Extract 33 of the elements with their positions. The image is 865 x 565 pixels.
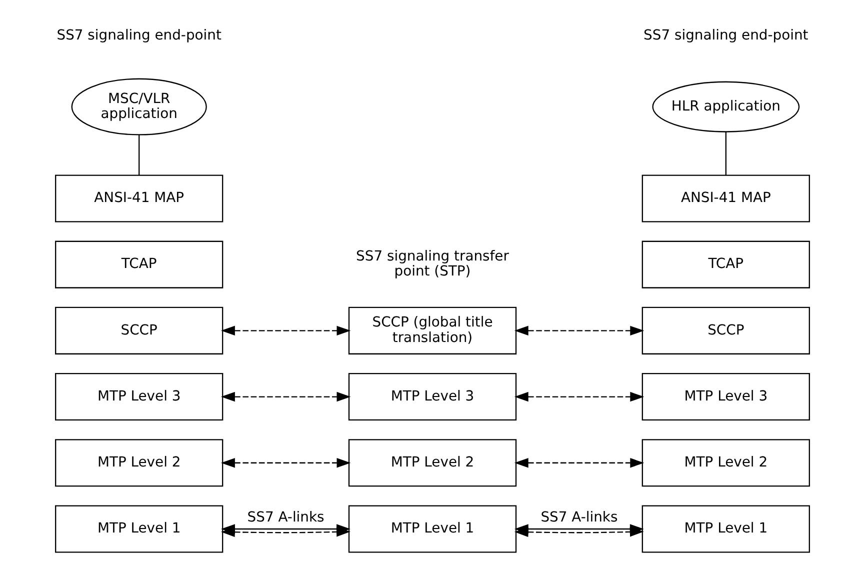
- node-box: MTP Level 1: [348, 505, 517, 553]
- node-box: MTP Level 3: [348, 373, 517, 421]
- arrow: [514, 392, 644, 402]
- label: SS7 signaling end-point: [644, 28, 808, 44]
- node-box: TCAP: [55, 240, 224, 288]
- node-box: ANSI-41 MAP: [55, 174, 224, 222]
- arrow: [221, 392, 351, 402]
- edge-label: SS7 A-links: [247, 510, 324, 526]
- node-box: SCCP: [55, 306, 224, 354]
- node-box: SCCP (global title translation): [348, 306, 517, 354]
- edge-label: SS7 A-links: [540, 510, 618, 526]
- label: SS7 signaling transfer point (STP): [356, 248, 509, 280]
- node-box: ANSI-41 MAP: [642, 174, 810, 222]
- arrow: [514, 458, 644, 468]
- arrow: [221, 326, 351, 336]
- connector: [725, 132, 726, 176]
- node-box: MTP Level 3: [55, 373, 224, 421]
- arrow: [514, 524, 644, 534]
- node-box: MTP Level 2: [642, 439, 810, 487]
- label: SS7 signaling end-point: [56, 28, 222, 44]
- connector: [138, 134, 140, 176]
- node-box: MTP Level 1: [55, 505, 224, 553]
- node-ellipse: MSC/VLR application: [71, 78, 207, 136]
- node-box: MTP Level 2: [55, 439, 224, 487]
- node-ellipse: HLR application: [652, 81, 800, 132]
- node-box: MTP Level 1: [642, 505, 810, 553]
- node-box: MTP Level 2: [348, 439, 517, 487]
- node-box: TCAP: [642, 240, 810, 288]
- node-box: SCCP: [642, 306, 810, 354]
- arrow: [221, 458, 351, 468]
- arrow: [514, 326, 644, 336]
- node-box: MTP Level 3: [642, 373, 810, 421]
- arrow: [221, 524, 350, 534]
